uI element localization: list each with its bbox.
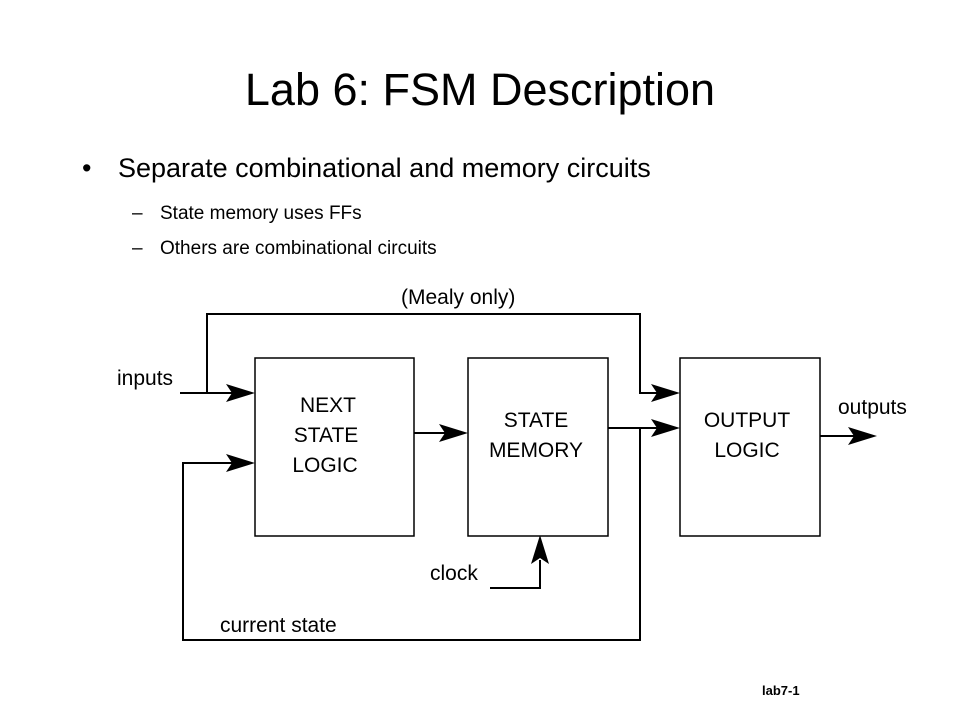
outputs-label: outputs (838, 396, 907, 419)
bullet-marker: • (82, 153, 92, 183)
sub-bullet-text: Others are combinational circuits (160, 238, 437, 259)
state-memory-block (467, 357, 609, 537)
output-logic-line-1: OUTPUT (704, 409, 791, 432)
inputs-label: inputs (117, 367, 173, 390)
sub-bullet-marker: – (132, 238, 143, 259)
inputs-arrowhead (226, 384, 255, 402)
state-memory-line-2: MEMORY (489, 439, 583, 462)
next-state-line-3: LOGIC (292, 454, 357, 477)
sub-bullet-text: State memory uses FFs (160, 203, 362, 224)
slide-title: Lab 6: FSM Description (244, 64, 716, 115)
sub-bullet-1: –State memory uses FFs (132, 201, 362, 227)
next-to-memory-arrowhead (439, 424, 468, 442)
next-state-line-2: STATE (294, 424, 359, 447)
sub-bullet-2: –Others are combinational circuits (132, 236, 437, 262)
main-bullet-text: Separate combinational and memory circui… (118, 153, 651, 183)
outputs-arrowhead (848, 427, 877, 445)
mealy-path-wire (206, 313, 658, 394)
state-memory-line-1: STATE (504, 409, 569, 432)
feedback-wire (182, 427, 641, 641)
mealy-only-label: (Mealy only) (401, 286, 515, 309)
arrowheads (226, 384, 877, 564)
connections (180, 313, 855, 641)
clock-label: clock (430, 562, 478, 585)
output-logic-line-2: LOGIC (714, 439, 779, 462)
next-state-logic-block (254, 357, 415, 537)
output-logic-block (679, 357, 821, 537)
current-state-label: current state (220, 614, 337, 637)
slide-footer: lab7-1 (762, 683, 800, 698)
sub-bullet-marker: – (132, 203, 143, 224)
mealy-arrowhead (651, 384, 680, 402)
memory-to-output-arrowhead (651, 419, 680, 437)
clock-arrowhead (531, 535, 549, 564)
feedback-arrowhead (226, 454, 255, 472)
clock-wire (490, 560, 541, 589)
next-state-line-1: NEXT (300, 394, 356, 417)
